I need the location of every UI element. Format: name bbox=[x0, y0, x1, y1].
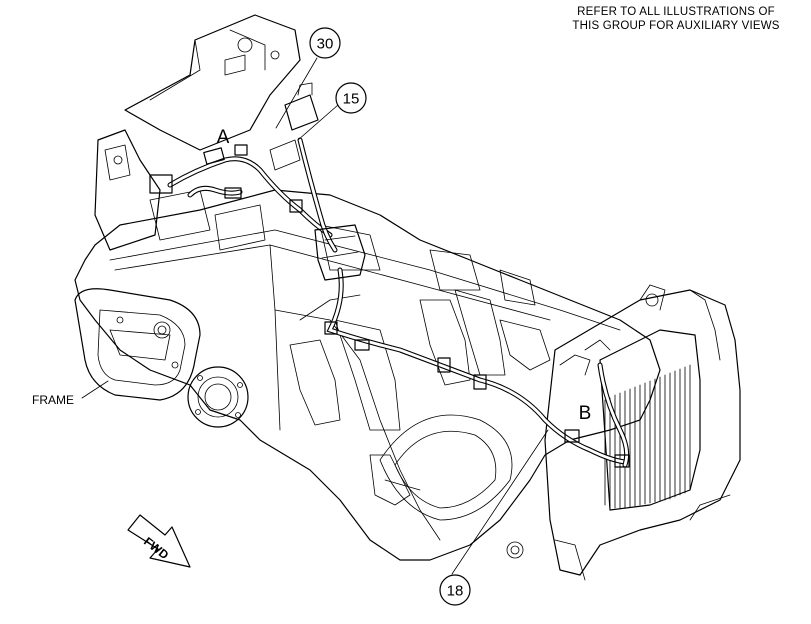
radiator-assembly bbox=[544, 284, 741, 581]
bearing-ring bbox=[187, 366, 249, 428]
callout-18-number: 18 bbox=[447, 583, 464, 600]
note-line-2: THIS GROUP FOR AUXILIARY VIEWS bbox=[572, 20, 780, 32]
callout-30: 30 bbox=[309, 27, 341, 59]
fwd-label: FWD bbox=[141, 534, 171, 562]
wiring-harness bbox=[149, 82, 630, 468]
leader-lines bbox=[81, 57, 549, 575]
rear-flange bbox=[74, 288, 201, 401]
callout-15: 15 bbox=[335, 82, 367, 114]
frame-body bbox=[74, 14, 661, 561]
view-letter-b: B bbox=[579, 403, 592, 424]
callout-15-number: 15 bbox=[343, 91, 360, 108]
callout-18: 18 bbox=[439, 574, 471, 606]
note-line-1: REFER TO ALL ILLUSTRATIONS OF bbox=[577, 6, 775, 18]
view-letter-a: A bbox=[217, 127, 230, 148]
callout-30-number: 30 bbox=[317, 36, 334, 53]
frame-label: FRAME bbox=[32, 393, 74, 407]
fwd-arrow-icon: FWD bbox=[127, 514, 191, 568]
auxiliary-views-note: REFER TO ALL ILLUSTRATIONS OF THIS GROUP… bbox=[551, 5, 801, 33]
